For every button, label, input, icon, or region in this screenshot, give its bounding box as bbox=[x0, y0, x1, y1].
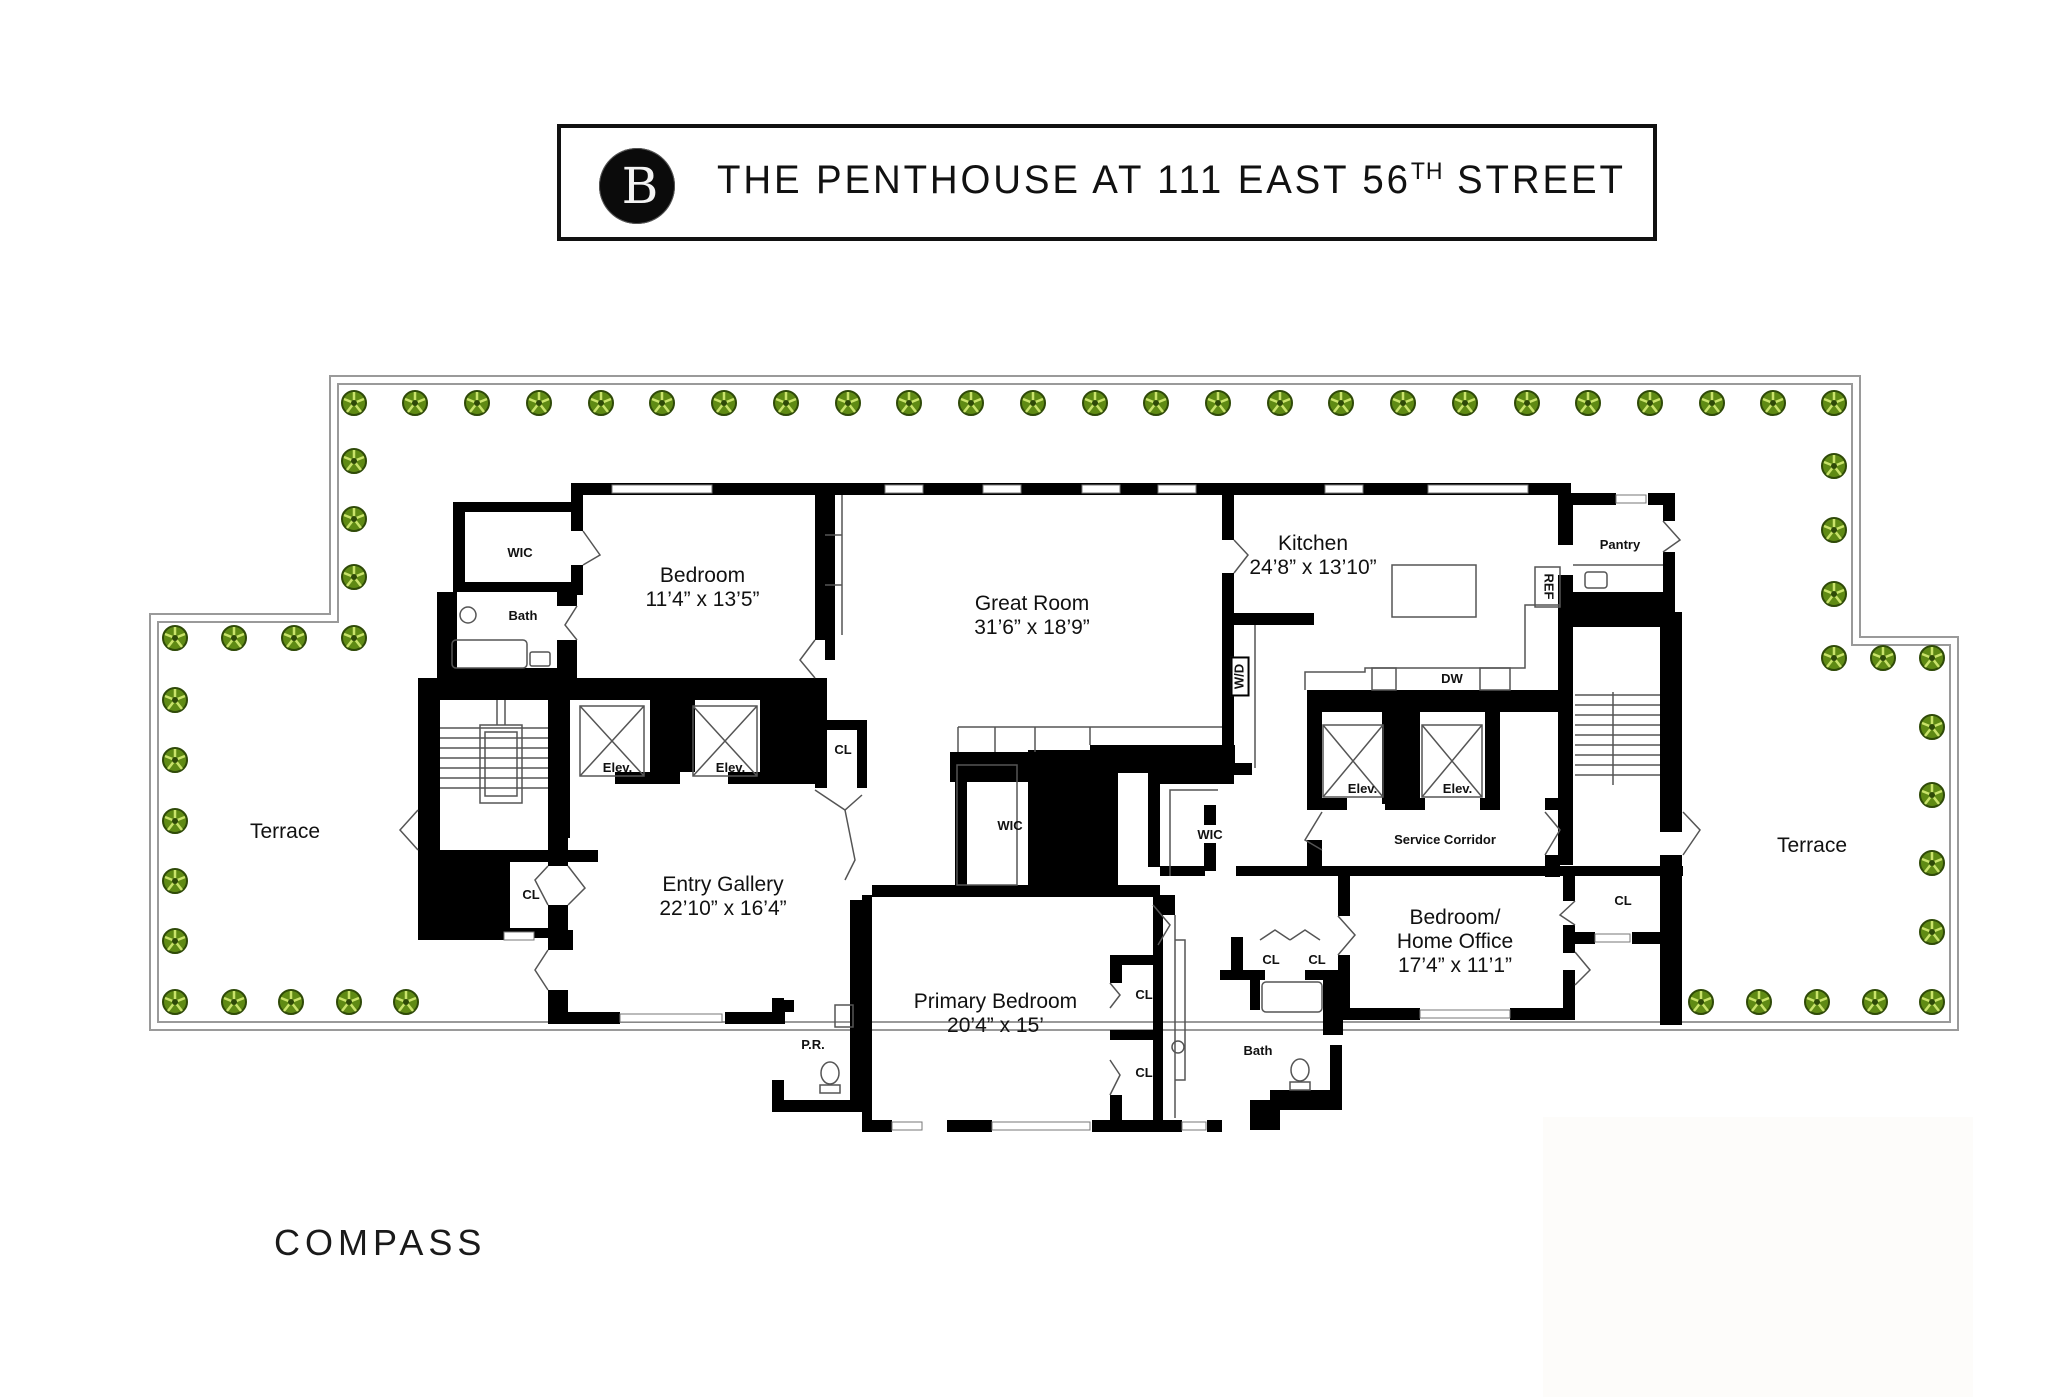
label-wic-primary: WIC bbox=[997, 818, 1023, 833]
room-name: Terrace bbox=[1776, 834, 1848, 857]
label-elevator-1: Elev. bbox=[602, 760, 633, 775]
label-closet-primary-1: CL bbox=[1135, 987, 1153, 1002]
room-name: Primary Bedroom bbox=[913, 990, 1078, 1013]
title-superscript: TH bbox=[1410, 158, 1444, 185]
title-end: STREET bbox=[1443, 158, 1626, 202]
windows bbox=[503, 484, 1647, 1131]
label-elevator-2: Elev. bbox=[715, 760, 746, 775]
label-dishwasher: DW bbox=[1441, 671, 1463, 686]
room-name: Great Room bbox=[974, 592, 1090, 615]
room-dimensions: 31’6” x 18’9” bbox=[974, 616, 1090, 640]
label-elevator-3: Elev. bbox=[1347, 781, 1378, 796]
title-main: THE PENTHOUSE AT 111 EAST 56 bbox=[717, 158, 1411, 202]
label-closet-bath-2: CL bbox=[1308, 952, 1326, 967]
room-dimensions: 24’8” x 13’10” bbox=[1249, 556, 1377, 580]
label-elevator-4: Elev. bbox=[1442, 781, 1473, 796]
terrace-outline bbox=[149, 375, 1959, 1031]
fixtures bbox=[398, 495, 1701, 1118]
label-closet-great-room: CL bbox=[834, 742, 852, 757]
label-refrigerator: REF bbox=[1541, 573, 1557, 600]
room-bedroom-home-office: Bedroom/ Home Office 17’4” x 11’1” bbox=[1370, 906, 1540, 978]
brand-logo-icon: B bbox=[599, 148, 675, 224]
label-wic-bedroom: WIC bbox=[507, 545, 533, 560]
room-terrace-right: Terrace bbox=[1752, 834, 1872, 858]
room-name: Bedroom bbox=[659, 564, 746, 587]
room-bedroom: Bedroom 11’4” x 13’5” bbox=[620, 564, 785, 612]
room-entry-gallery: Entry Gallery 22’10” x 16’4” bbox=[628, 873, 818, 921]
room-name: Terrace bbox=[249, 820, 321, 843]
room-dimensions: 17’4” x 11’1” bbox=[1397, 954, 1512, 978]
room-great-room: Great Room 31’6” x 18’9” bbox=[922, 592, 1142, 640]
compass-logo: COMPASS bbox=[274, 1222, 487, 1263]
page-title: THE PENTHOUSE AT 111 EAST 56TH STREET bbox=[717, 158, 1626, 203]
room-name-line1: Bedroom/ bbox=[1409, 906, 1501, 929]
room-name: Entry Gallery bbox=[662, 873, 784, 896]
room-dimensions: 22’10” x 16’4” bbox=[659, 897, 787, 921]
room-name-line2: Home Office bbox=[1396, 930, 1514, 954]
faint-background-block bbox=[1543, 1117, 1973, 1397]
label-bath-primary: Bath bbox=[1243, 1043, 1273, 1058]
label-service-corridor: Service Corridor bbox=[1394, 832, 1496, 847]
plant-icons-top bbox=[340, 389, 1848, 417]
logo-letter: B bbox=[621, 157, 659, 215]
room-primary-bedroom: Primary Bedroom 20’4” x 15’ bbox=[888, 990, 1103, 1038]
room-kitchen: Kitchen 24’8” x 13’10” bbox=[1228, 532, 1398, 580]
label-closet-right: CL bbox=[1614, 893, 1632, 908]
plant-icons-right bbox=[1687, 713, 1946, 1016]
label-washer-dryer: W/D bbox=[1230, 656, 1250, 697]
room-dimensions: 11’4” x 13’5” bbox=[645, 588, 760, 612]
label-closet-entry: CL bbox=[522, 887, 540, 902]
room-terrace-left: Terrace bbox=[225, 820, 345, 844]
plant-icons-left bbox=[161, 686, 420, 1016]
label-wic-center: WIC bbox=[1197, 827, 1223, 842]
label-pantry: Pantry bbox=[1599, 537, 1641, 552]
label-powder-room: P.R. bbox=[801, 1037, 825, 1052]
room-name: Kitchen bbox=[1277, 532, 1349, 555]
plant-icons-left-upper bbox=[161, 447, 368, 652]
label-closet-primary-2: CL bbox=[1135, 1065, 1153, 1080]
label-bath-bedroom: Bath bbox=[508, 608, 538, 623]
title-banner: B THE PENTHOUSE AT 111 EAST 56TH STREET bbox=[557, 124, 1657, 241]
room-dimensions: 20’4” x 15’ bbox=[947, 1014, 1044, 1038]
label-closet-bath-1: CL bbox=[1262, 952, 1280, 967]
walls bbox=[418, 483, 1683, 1132]
